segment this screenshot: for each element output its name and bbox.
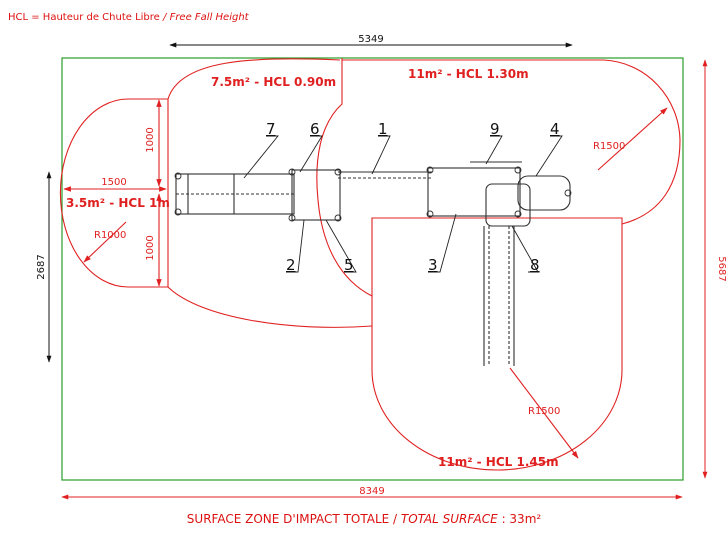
total-surface-caption: SURFACE ZONE D'IMPACT TOTALE / TOTAL SUR…	[0, 512, 728, 526]
zone-label-left: 3.5m² - HCL 1m	[66, 196, 170, 210]
post	[174, 172, 182, 180]
label-7: 7	[266, 120, 276, 138]
post	[334, 214, 342, 222]
legend-translation: / Free Fall Height	[163, 12, 249, 23]
impact-zone-divider	[316, 58, 373, 297]
post	[514, 166, 522, 174]
dim-right: 5687	[716, 256, 727, 281]
post	[426, 166, 434, 174]
post	[426, 210, 434, 218]
leader-7	[243, 135, 279, 179]
legend-header: HCL = Hauteur de Chute Libre / Free Fall…	[8, 12, 249, 23]
equipment	[174, 161, 572, 366]
label-9: 9	[490, 120, 500, 138]
radius-bottom-line	[509, 367, 579, 459]
post	[564, 189, 572, 197]
zone-label-top-right: 11m² - HCL 1.30m	[408, 67, 529, 81]
leader-8	[511, 225, 539, 273]
dim-bar-width: 1500	[101, 177, 126, 188]
post	[514, 210, 522, 218]
dim-bar-height-top: 1000	[145, 127, 156, 152]
zone-label-top-left: 7.5m² - HCL 0.90m	[211, 75, 336, 89]
dim-bar-height-bottom: 1000	[145, 235, 156, 260]
label-2: 2	[286, 256, 296, 274]
dim-bottom: 8349	[359, 486, 384, 497]
equipment-tube-4	[517, 175, 571, 211]
post	[174, 208, 182, 216]
total-surface-label: SURFACE ZONE D'IMPACT TOTALE /	[186, 512, 398, 526]
equipment-tower-8	[485, 183, 531, 227]
post	[288, 214, 296, 222]
label-8: 8	[530, 256, 540, 274]
total-surface-value: : 33m²	[501, 512, 542, 526]
post	[288, 168, 296, 176]
label-4: 4	[550, 120, 560, 138]
dim-top: 5349	[358, 34, 383, 45]
impact-zone-top-right	[342, 59, 681, 225]
radius-left: R1000	[94, 230, 126, 241]
radius-top-right: R1500	[593, 141, 625, 152]
post	[334, 168, 342, 176]
leader-6	[299, 135, 323, 173]
label-5: 5	[344, 256, 354, 274]
leader-5	[325, 219, 357, 273]
leader-3	[430, 213, 457, 273]
dim-left: 2687	[36, 254, 47, 279]
label-3: 3	[428, 256, 438, 274]
equipment-posts	[174, 166, 572, 222]
zone-label-bottom: 11m² - HCL 1.45m	[438, 455, 559, 469]
radius-left-line	[83, 221, 127, 263]
leader-9	[485, 135, 503, 165]
label-1: 1	[378, 120, 388, 138]
site-boundary	[61, 57, 684, 481]
impact-zone-left	[59, 98, 168, 288]
total-surface-label-en: TOTAL SURFACE	[400, 512, 498, 526]
leader-2	[288, 219, 305, 273]
leader-1	[371, 135, 391, 175]
equipment-platform-6	[291, 169, 341, 221]
leader-4	[535, 135, 563, 177]
equipment-platform-3	[427, 167, 521, 217]
label-6: 6	[310, 120, 320, 138]
impact-zone-bottom	[371, 217, 623, 471]
impact-zone-top-left	[167, 58, 373, 328]
radius-top-right-line	[597, 107, 668, 171]
radius-bottom: R1500	[528, 406, 560, 417]
legend-abbrev: HCL = Hauteur de Chute Libre	[8, 12, 160, 23]
